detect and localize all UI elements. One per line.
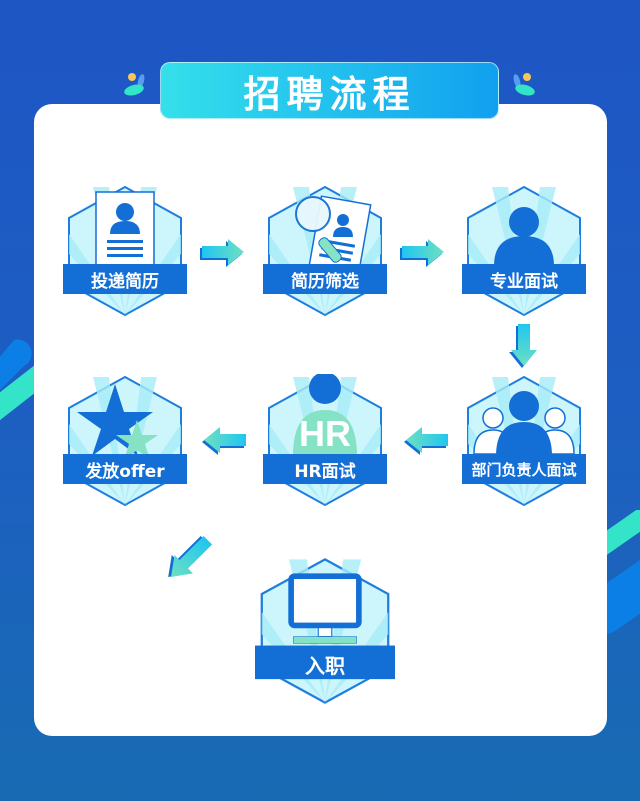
stars-icon — [77, 384, 158, 460]
step-label: 入职 — [305, 653, 345, 678]
group-icon — [473, 391, 575, 456]
step-submit-resume: 投递简历 — [63, 184, 187, 318]
hr-person-icon: HR — [293, 374, 357, 456]
right-decor-shapes — [582, 510, 640, 634]
arrow-right-icon — [200, 239, 244, 267]
resume-magnifier-icon — [295, 195, 372, 275]
step-resume-screening: 简历筛选 — [263, 184, 387, 318]
monitor-icon — [288, 573, 362, 644]
step-professional-interview: 专业面试 — [462, 184, 586, 318]
step-label: HR面试 — [294, 461, 356, 482]
step-department-head-interview: 部门负责人面试 — [462, 374, 586, 508]
arrow-right-icon — [400, 239, 444, 267]
step-label: 投递简历 — [91, 271, 159, 292]
step-label: 部门负责人面试 — [471, 460, 577, 479]
step-send-offer: 发放offer — [63, 374, 187, 508]
step-label: 简历筛选 — [291, 271, 359, 292]
step-label: 发放offer — [85, 461, 165, 482]
arrow-left-icon — [202, 427, 246, 455]
step-label: 专业面试 — [490, 271, 558, 292]
page-title: 招聘流程 — [160, 62, 499, 119]
person-icon — [494, 207, 554, 266]
hr-icon-text: HR — [299, 413, 351, 454]
step-hr-interview: HR HR面试 — [263, 374, 387, 508]
arrow-down-right-icon — [168, 535, 213, 577]
arrow-down-icon — [509, 324, 537, 368]
step-onboarding: 入职 — [255, 556, 395, 704]
resume-icon — [95, 191, 155, 275]
sprout-icon-right — [513, 73, 535, 96]
sprout-icon-left — [124, 73, 145, 96]
arrow-left-icon — [404, 427, 448, 455]
